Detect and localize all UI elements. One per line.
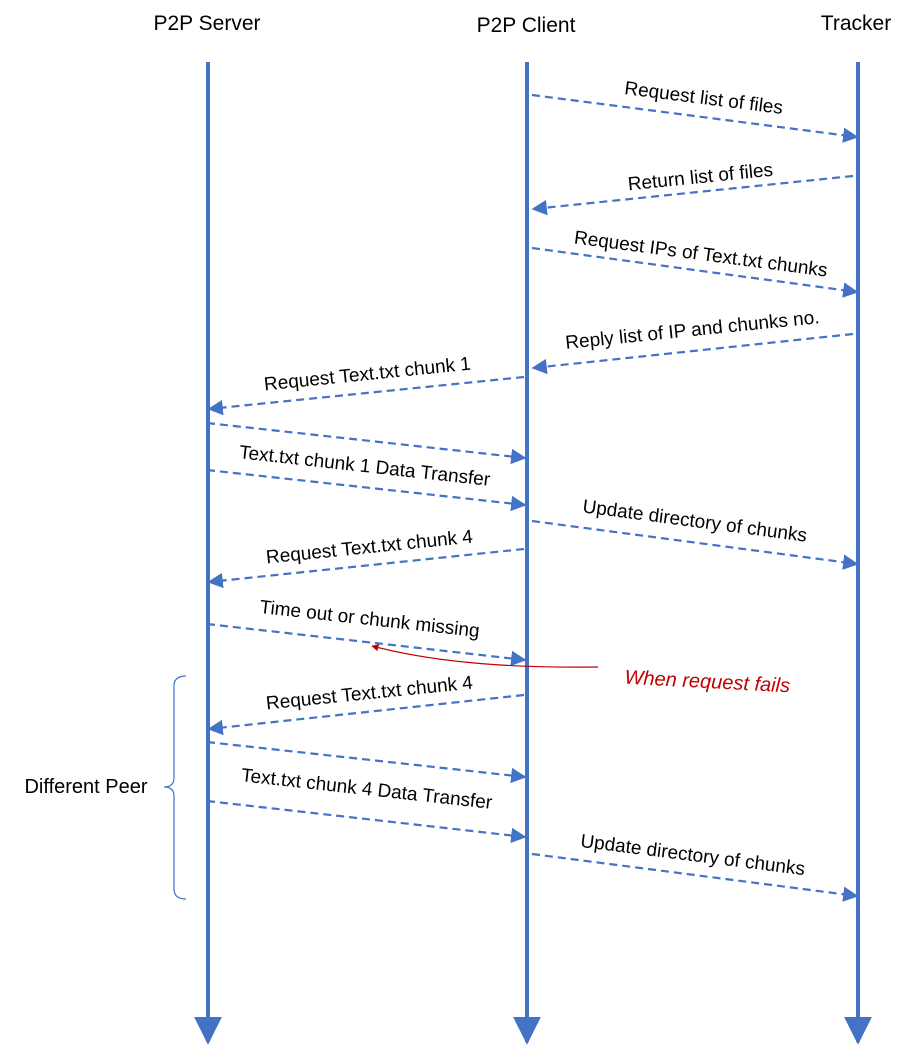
participant-tracker-label: Tracker <box>821 12 891 35</box>
message-request-ips: Request IPs of Text.txt chunks <box>531 227 859 298</box>
message-time-out: Time out or chunk missing <box>206 597 527 667</box>
message-label: Reply list of IP and chunks no. <box>564 307 820 354</box>
message-label: Text.txt chunk 4 Data Transfer <box>240 765 494 814</box>
failure-callout-arrow <box>371 644 599 668</box>
participant-server-label: P2P Server <box>154 12 261 35</box>
message-label: Return list of files <box>627 160 774 196</box>
message-label: Request Text.txt chunk 1 <box>263 354 472 396</box>
message-update-directory-2: Update directory of chunks <box>531 831 859 902</box>
group-label: Different Peer <box>24 776 147 798</box>
message-reply-ip-list: Reply list of IP and chunks no. <box>531 307 854 375</box>
message-label: Request list of files <box>623 78 784 119</box>
failure-annotation-label: When request fails <box>624 667 791 698</box>
message-label: Request IPs of Text.txt chunks <box>573 227 829 281</box>
participant-client-label: P2P Client <box>477 14 576 37</box>
message-return-list-of-files: Return list of files <box>531 160 854 216</box>
message-chunk-1-response <box>206 421 527 465</box>
message-request-chunk-1: Request Text.txt chunk 1 <box>207 354 525 416</box>
message-chunk-4-data-transfer: Text.txt chunk 4 Data Transfer <box>206 765 527 844</box>
message-update-directory-1: Update directory of chunks <box>531 496 859 570</box>
different-peer-group: Different Peer <box>24 675 187 900</box>
message-request-chunk-4: Request Text.txt chunk 4 <box>207 527 525 589</box>
message-chunk-1-data-transfer: Text.txt chunk 1 Data Transfer <box>206 442 527 512</box>
message-request-list-of-files: Request list of files <box>531 78 859 143</box>
message-request-chunk-4-retry: Request Text.txt chunk 4 <box>207 673 525 736</box>
group-brace <box>163 675 187 900</box>
message-chunk-4-response <box>206 740 527 784</box>
message-label: Request Text.txt chunk 4 <box>265 673 474 715</box>
message-label: Update directory of chunks <box>581 496 808 546</box>
message-label: Request Text.txt chunk 4 <box>265 527 474 569</box>
message-label: Update directory of chunks <box>579 831 806 880</box>
message-label: Time out or chunk missing <box>259 597 481 642</box>
